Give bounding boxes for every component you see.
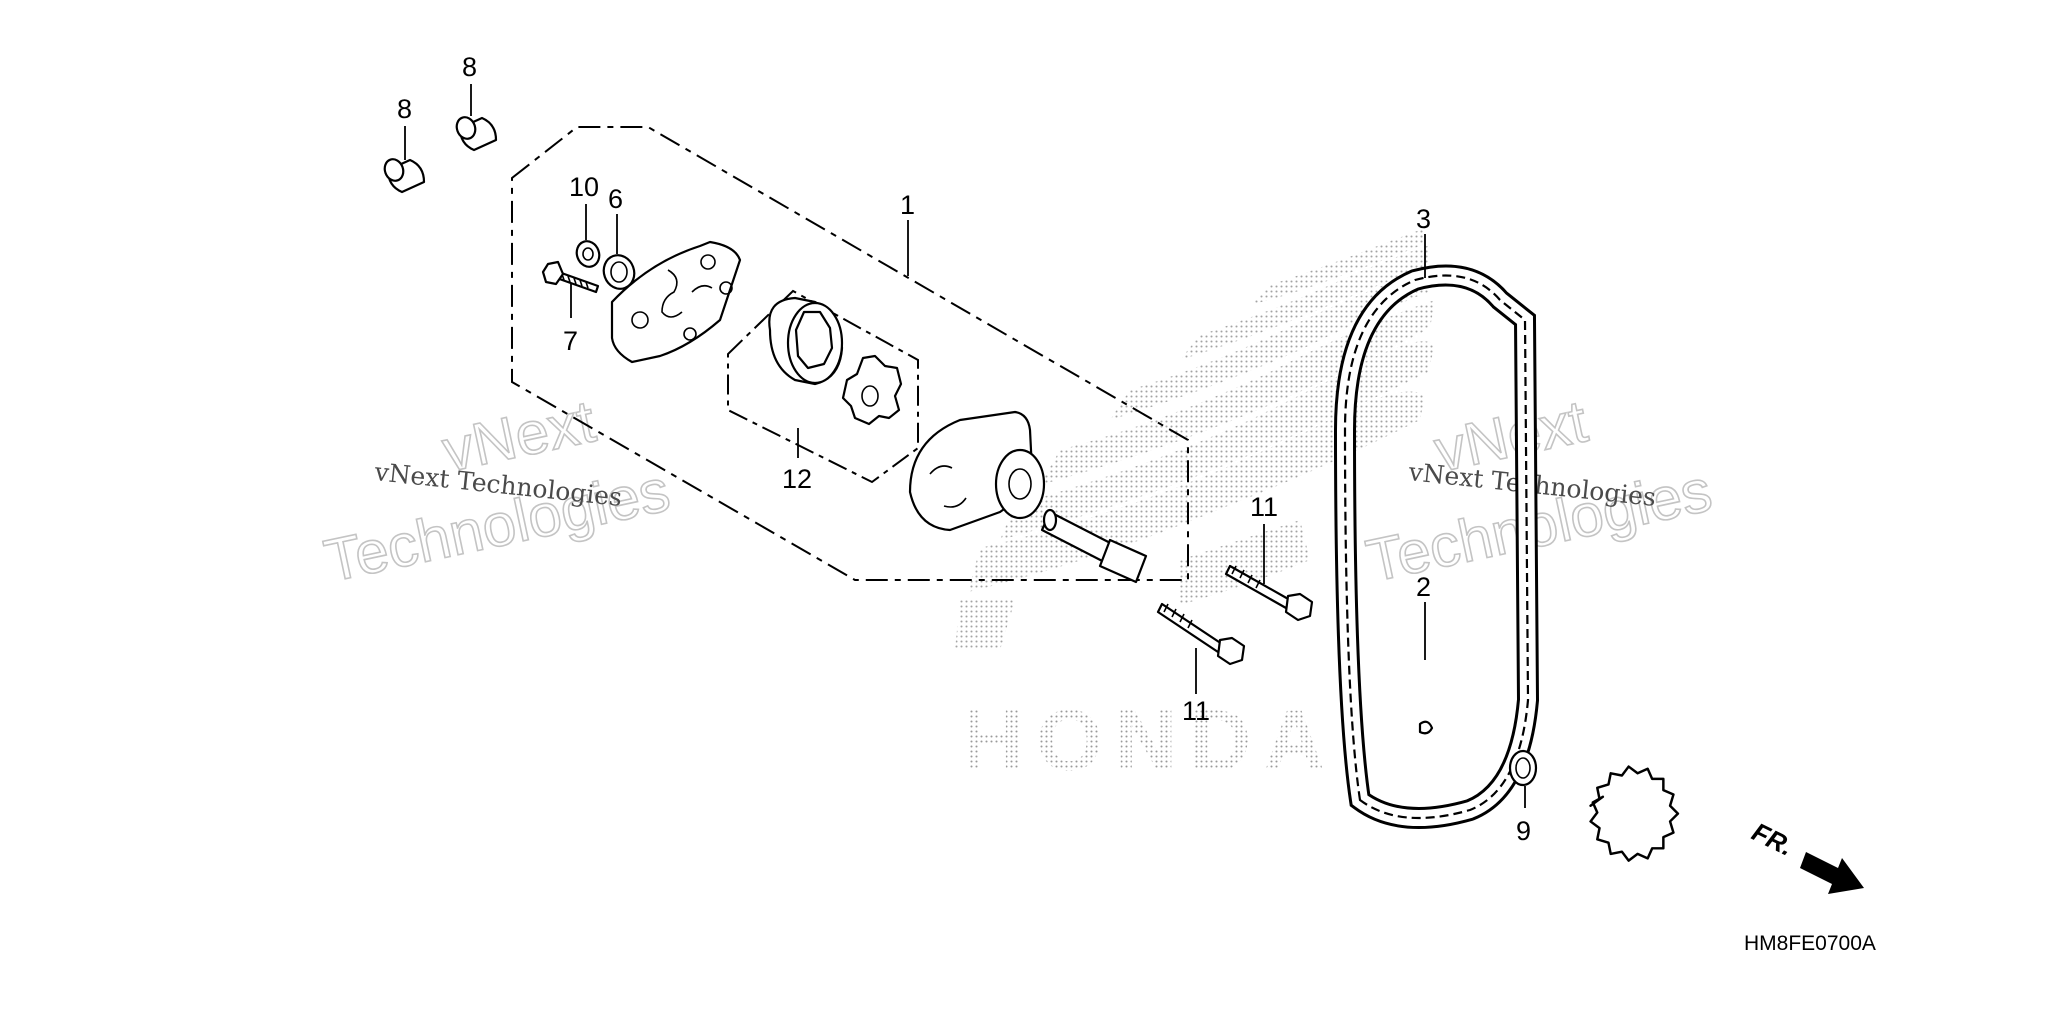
callout-6: 6 [608,184,623,214]
rotor-set-boundary [727,289,919,484]
callout-8-lower: 8 [397,94,412,124]
bolt-upper [1224,564,1314,622]
callout-8-upper: 8 [462,52,477,82]
callout-11-upper: 11 [1250,492,1278,522]
inner-rotor [841,354,903,426]
callout-10: 10 [569,172,599,202]
snap-ring [1508,749,1538,787]
o-ring [602,254,636,290]
callout-1: 1 [900,190,915,220]
dowel-pin-lower [383,158,426,194]
leader-lines [404,84,1526,808]
watermark-left: vNext Technologies vNext Technologies [318,386,676,595]
callout-9: 9 [1516,816,1531,846]
sprocket [1418,720,1680,862]
pump-body [908,410,1046,532]
front-direction-label: FR. [1747,816,1798,861]
front-direction-arrow: FR. [1747,816,1864,894]
arrow-right-icon [1800,852,1864,894]
oil-pump-assembly-boundary [511,126,1189,581]
honda-logo-text: HONDA [962,693,1337,789]
outer-rotor [768,296,844,386]
screw [541,260,600,294]
callout-3: 3 [1416,204,1431,234]
pump-shaft [1040,508,1148,584]
pump-cover-plate [610,240,742,364]
dowel-pin-upper [455,116,498,152]
bolt-lower [1156,602,1246,666]
clip [575,240,601,268]
callout-7: 7 [563,326,578,356]
diagram-code: HM8FE0700A [1744,932,1876,955]
callout-12: 12 [782,464,812,494]
callout-11-lower: 11 [1182,696,1210,726]
drive-chain [1333,264,1540,829]
callout-2: 2 [1416,572,1431,602]
